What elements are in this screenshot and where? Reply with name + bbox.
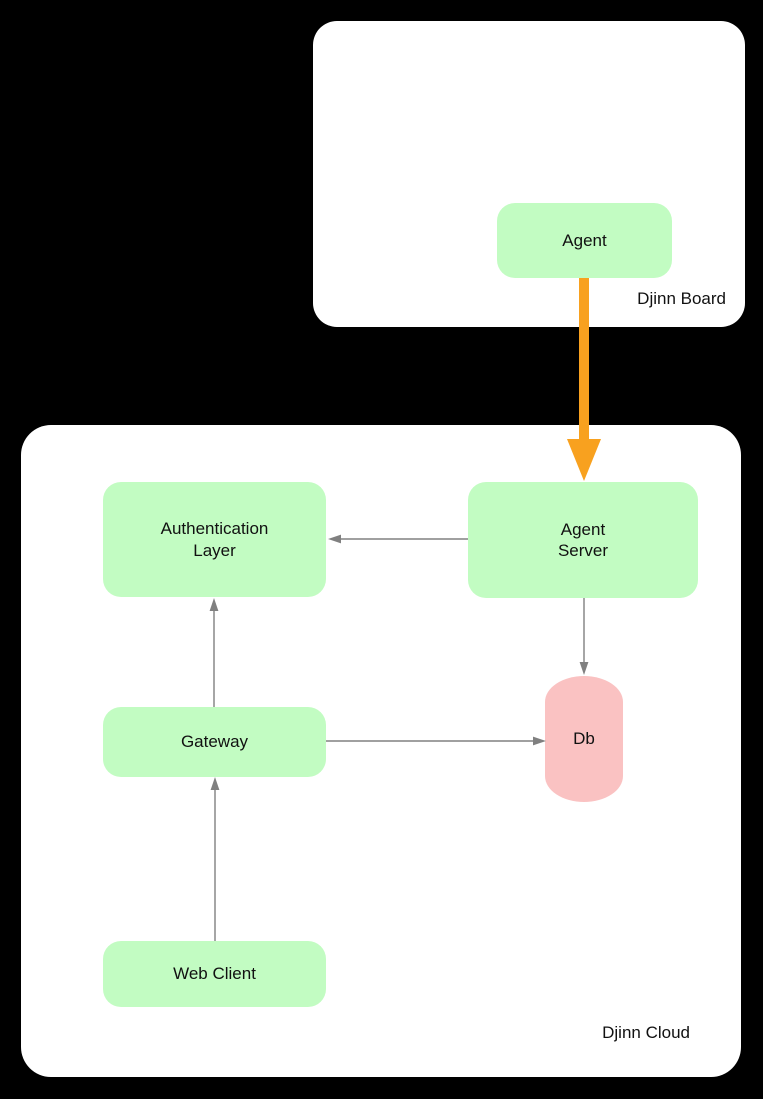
node-db-cylinder: Db [545, 676, 623, 802]
node-gateway: Gateway [103, 707, 326, 777]
container-djinn-board: Agent Djinn Board [313, 21, 745, 327]
node-agent-server: Agent Server [468, 482, 698, 598]
node-authentication-layer: Authentication Layer [103, 482, 326, 597]
node-web-client: Web Client [103, 941, 326, 1007]
container-label-djinn-cloud: Djinn Cloud [602, 1023, 690, 1042]
container-djinn-cloud: Authentication Layer Agent Server Gatewa… [21, 425, 741, 1077]
node-agent: Agent [497, 203, 672, 278]
container-label-djinn-board: Djinn Board [637, 289, 726, 308]
